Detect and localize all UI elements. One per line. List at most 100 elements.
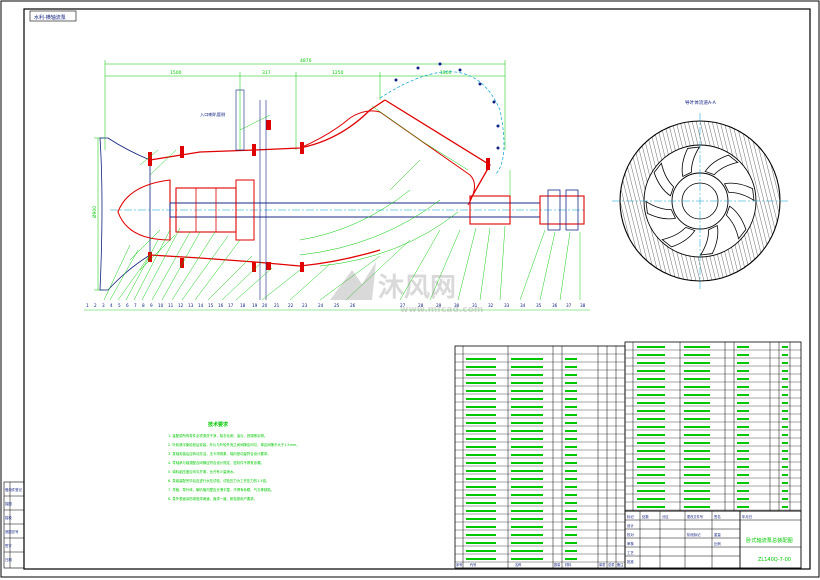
support-ribs: [235, 89, 267, 300]
bom-entry-mark: [466, 526, 496, 528]
bom-entry-mark: [737, 498, 749, 500]
bom-entry-mark: [637, 506, 665, 508]
bom-header-5: 单重: [599, 562, 606, 567]
bom-entry-mark: [637, 442, 665, 444]
bom-entry-mark: [511, 526, 543, 528]
dim-part-0: 1500: [170, 70, 182, 76]
bom-entry-mark: [565, 430, 577, 432]
tech-req-1: 2. 叶轮静平衡检验后安装，叶片与叶轮外壳之间间隙应均匀，单边间隙不大于1.5m…: [168, 442, 300, 447]
bom-entry-mark: [637, 386, 665, 388]
bom-entry-mark: [511, 534, 543, 536]
bom-header-6: 总重: [608, 562, 615, 567]
bom-entry-mark: [737, 442, 749, 444]
guide-vane: [653, 162, 675, 197]
bom-entry-mark: [637, 418, 665, 420]
dim-part-1: 317: [262, 70, 271, 76]
swing-arc: [379, 71, 505, 176]
bom-entry-mark: [684, 354, 710, 356]
callout-5: 5: [118, 303, 121, 308]
callout-9: 9: [150, 303, 153, 308]
bom-entry-mark: [684, 498, 710, 500]
elbow-green-section: [371, 105, 469, 171]
callout-2: 2: [94, 303, 97, 308]
bom-entry-mark: [782, 402, 788, 404]
bom-entry-mark: [466, 502, 496, 504]
bom-entry-mark: [511, 414, 543, 416]
bom-entry-mark: [511, 558, 543, 560]
bom-entry-mark: [511, 470, 543, 472]
bom-entry-mark: [737, 346, 749, 348]
tb-label-5: 年月日: [742, 514, 752, 519]
bom-entry-mark: [737, 466, 749, 468]
callout-19: 19: [252, 303, 258, 308]
tech-req-0: 1. 装配前所有零件必须清洗干净，除去毛刺、油污、铁锈等杂物。: [168, 433, 267, 438]
bom-entry-mark: [782, 346, 788, 348]
bom-entry-mark: [684, 506, 710, 508]
bom-entry-mark: [684, 346, 710, 348]
callout-35: 35: [536, 303, 542, 308]
bom-entry-mark: [782, 426, 788, 428]
bom-entry-mark: [511, 446, 543, 448]
bom-entry-mark: [466, 534, 496, 536]
callout-25: 25: [334, 303, 340, 308]
bom-entry-mark: [511, 486, 543, 488]
bom-entry-mark: [684, 442, 710, 444]
callout-36: 36: [552, 303, 558, 308]
part-callouts: 1 2 3 4 5 6 7 8 9 10 11 12 13 14 15 16 1…: [86, 303, 586, 308]
callout-34: 34: [520, 303, 526, 308]
callout-37: 37: [566, 303, 572, 308]
bom-entry-mark: [466, 542, 496, 544]
bom-entry-mark: [737, 362, 749, 364]
tech-req-2: 3. 泵轴安装后应转动灵活，无卡滞现象，轴向窜动量符合设计要求。: [168, 451, 271, 456]
callout-27: 27: [400, 303, 406, 308]
bom-entry-mark: [637, 466, 665, 468]
bom-entry-mark: [565, 558, 577, 560]
dim-part-3: 1800: [440, 70, 452, 76]
bom-entry-mark: [684, 386, 710, 388]
bom-entry-mark: [782, 434, 788, 436]
dim-diameter: Ø900: [91, 206, 98, 218]
bom-entry-mark: [511, 494, 543, 496]
bom-entry-mark: [684, 378, 710, 380]
bom-entry-mark: [466, 470, 496, 472]
tb-label-3: 更改文件号: [687, 514, 703, 519]
bom-entry-mark: [466, 494, 496, 496]
leader-lines: [103, 114, 581, 301]
bom-entry-mark: [782, 378, 788, 380]
bom-entry-mark: [782, 386, 788, 388]
bom-entry-mark: [684, 410, 710, 412]
bearing-housing: [469, 195, 511, 225]
bom-entry-mark: [684, 450, 710, 452]
bom-entry-mark: [565, 414, 577, 416]
bom-entry-mark: [737, 410, 749, 412]
bom-entry-mark: [466, 558, 496, 560]
callout-14: 14: [198, 303, 204, 308]
bom-entry-mark: [466, 550, 496, 552]
tech-req-4: 5. 填料函压盖应均匀拧紧，允许有少量滴水。: [168, 469, 237, 474]
bom-entry-mark: [637, 394, 665, 396]
guide-vane-body: [235, 179, 255, 241]
side-tab-2: 描校: [5, 515, 12, 520]
side-view-label: 导叶体流道A-A: [685, 99, 717, 106]
hatch-line: [620, 121, 649, 281]
bom-entry-mark: [466, 510, 496, 512]
tb-role-1: 校对: [627, 532, 634, 537]
bom-entry-mark: [466, 438, 496, 440]
guide-vane: [661, 226, 696, 248]
tb-role-3: 工艺: [627, 550, 634, 555]
bom-entry-mark: [511, 358, 543, 360]
bom-entry-mark: [466, 414, 496, 416]
bom-entry-mark: [565, 542, 577, 544]
tech-req-7: 8. 泵外表面涂防锈底漆两道，面漆一道，颜色按用户要求。: [168, 496, 257, 501]
callout-31: 31: [472, 303, 478, 308]
bom-entry-mark: [782, 466, 788, 468]
bom-entry-mark: [565, 526, 577, 528]
bom-entry-mark: [637, 378, 665, 380]
bom-entry-mark: [637, 474, 665, 476]
bom-entry-mark: [782, 394, 788, 396]
guide-vane: [645, 200, 677, 220]
bom-header-4: 材料: [565, 562, 572, 567]
bom-header-0: 序号: [456, 562, 462, 567]
